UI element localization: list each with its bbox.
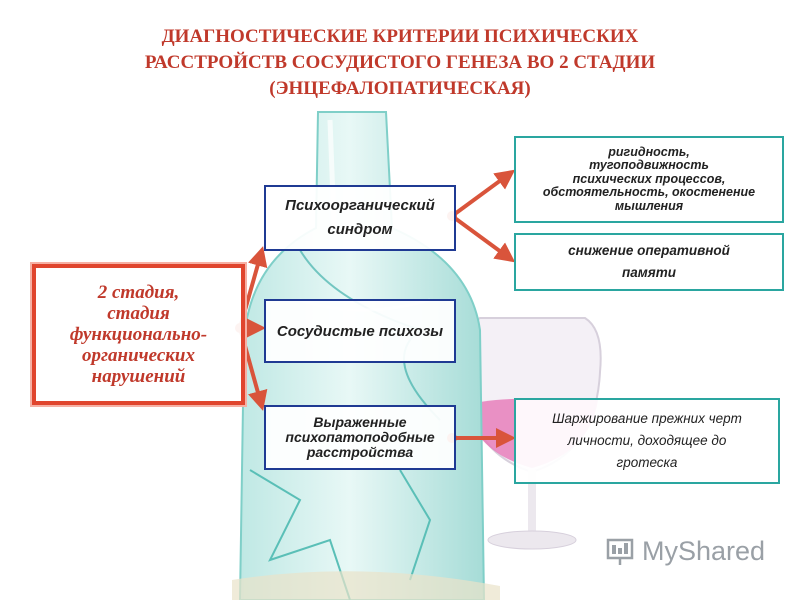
criterion-text: психических процессов, bbox=[572, 171, 726, 186]
presentation-screen-icon bbox=[606, 538, 634, 565]
syndrome-text: Психоорганический bbox=[285, 197, 435, 214]
criterion-text: личности, доходящее до bbox=[567, 433, 727, 448]
vascular-psychoses-box: Сосудистые психозы bbox=[264, 299, 456, 363]
caricature-criterion-box: Шаржирование прежних черт личности, дохо… bbox=[514, 398, 780, 484]
title-line: (ЭНЦЕФАЛОПАТИЧЕСКАЯ) bbox=[269, 78, 531, 99]
syndrome-text: синдром bbox=[327, 221, 393, 238]
stage-text: органических bbox=[82, 345, 195, 366]
criterion-text: тугоподвижность bbox=[589, 158, 709, 173]
syndrome-text: Выраженные bbox=[313, 414, 407, 430]
title-line: ДИАГНОСТИЧЕСКИЕ КРИТЕРИИ ПСИХИЧЕСКИХ bbox=[161, 26, 639, 47]
watermark-text: MyShared bbox=[642, 536, 766, 566]
syndrome-text: психопатоподобные bbox=[285, 429, 435, 445]
criterion-text: Шаржирование прежних черт bbox=[552, 411, 742, 426]
memory-criterion-box: снижение оперативной памяти bbox=[514, 233, 784, 291]
criterion-text: мышления bbox=[614, 198, 684, 213]
stage-box: 2 стадия, стадия функционально- органиче… bbox=[32, 264, 245, 405]
psychoorganic-syndrome-box: Психоорганический синдром bbox=[264, 185, 456, 251]
stage-text: стадия bbox=[107, 303, 170, 324]
watermark: MyShared bbox=[606, 536, 765, 567]
syndrome-text: Сосудистые психозы bbox=[276, 322, 444, 340]
psychopathic-disorders-box: Выраженные психопатоподобные расстройств… bbox=[264, 405, 456, 470]
rigidity-criterion-box: ригидность, тугоподвижность психических … bbox=[514, 136, 784, 223]
stage-text: функционально- bbox=[69, 324, 208, 345]
title-line: РАССТРОЙСТВ СОСУДИСТОГО ГЕНЕЗА ВО 2 СТАД… bbox=[144, 52, 656, 73]
page-title: ДИАГНОСТИЧЕСКИЕ КРИТЕРИИ ПСИХИЧЕСКИХ РАС… bbox=[40, 24, 760, 102]
criterion-text: снижение оперативной bbox=[568, 243, 730, 258]
criterion-text: гротеска bbox=[616, 455, 678, 470]
stage-text: нарушений bbox=[91, 366, 186, 387]
criterion-text: ригидность, bbox=[608, 144, 690, 159]
syndrome-text: расстройства bbox=[306, 444, 414, 460]
criterion-text: обстоятельность, окостенение bbox=[542, 185, 756, 200]
stage-text: 2 стадия, bbox=[97, 282, 180, 303]
criterion-text: памяти bbox=[622, 265, 676, 280]
